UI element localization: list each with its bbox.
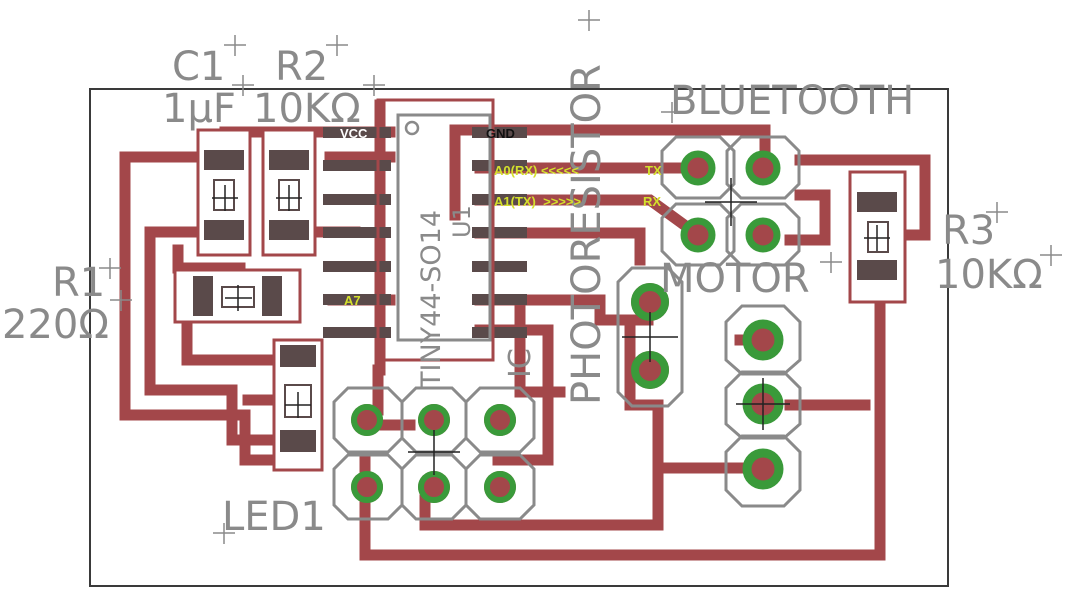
rx-net-label: RX	[643, 194, 661, 209]
label-origin-crosses	[99, 10, 1062, 544]
tx-net-label: TX	[645, 163, 662, 178]
u1-pad	[323, 160, 391, 171]
led1-label: LED1	[222, 494, 326, 540]
isp-pads	[351, 404, 516, 503]
c1-value-label: 1μF	[162, 86, 236, 132]
r2-footprint	[261, 128, 317, 257]
a1-tx-net-label: A1(TX) >>>>>	[494, 194, 581, 209]
r3-name-label: R3	[942, 208, 995, 254]
r1-value-label: 220Ω	[2, 302, 109, 348]
led1-footprint	[272, 338, 324, 472]
u1-pad	[472, 160, 527, 171]
u1-pad	[323, 327, 391, 338]
u1-pad	[323, 194, 391, 205]
u1-pad	[472, 294, 527, 305]
board-outline	[89, 88, 949, 587]
isp-origin-cross	[408, 430, 460, 475]
r2-value-label: 10KΩ	[253, 86, 361, 132]
u1-name-label: U1	[448, 205, 476, 238]
u1-pad	[472, 227, 527, 238]
u1-pad	[323, 294, 391, 305]
u1-body-outline	[376, 98, 495, 362]
u1-pin1-marker	[404, 120, 420, 136]
vcc-net-label: VCC	[340, 126, 368, 141]
u1-pad	[472, 127, 527, 138]
u1-part-label: TINY44-SO14	[416, 210, 447, 389]
c1-name-label: C1	[172, 44, 225, 90]
photoresistor-footprint	[616, 266, 684, 408]
r3-value-label: 10KΩ	[935, 252, 1043, 298]
isp-name-label: IC	[503, 348, 538, 378]
u1-pad	[472, 261, 527, 272]
r1-footprint	[173, 268, 302, 324]
a7-net-label: A7	[344, 293, 361, 308]
u1-pad	[472, 327, 527, 338]
u1-silkscreen	[396, 113, 492, 342]
bluetooth-header	[660, 135, 801, 267]
motor-header	[724, 304, 802, 508]
photoresistor-label: PHOTORESISTOR	[564, 64, 610, 405]
motor-label: MOTOR	[660, 256, 810, 302]
gnd-net-label: GND	[486, 126, 515, 141]
r3-footprint	[848, 170, 907, 304]
u1-pad	[323, 261, 391, 272]
u1-pad	[323, 227, 391, 238]
bluetooth-label: BLUETOOTH	[670, 78, 914, 124]
a0-rx-net-label: A0(RX) <<<<<	[494, 163, 579, 178]
u1-pad	[323, 127, 391, 138]
u1-pads	[323, 127, 527, 338]
u1-pad	[472, 194, 527, 205]
r2-name-label: R2	[275, 44, 328, 90]
c1-footprint	[196, 128, 252, 257]
r1-name-label: R1	[52, 260, 105, 306]
